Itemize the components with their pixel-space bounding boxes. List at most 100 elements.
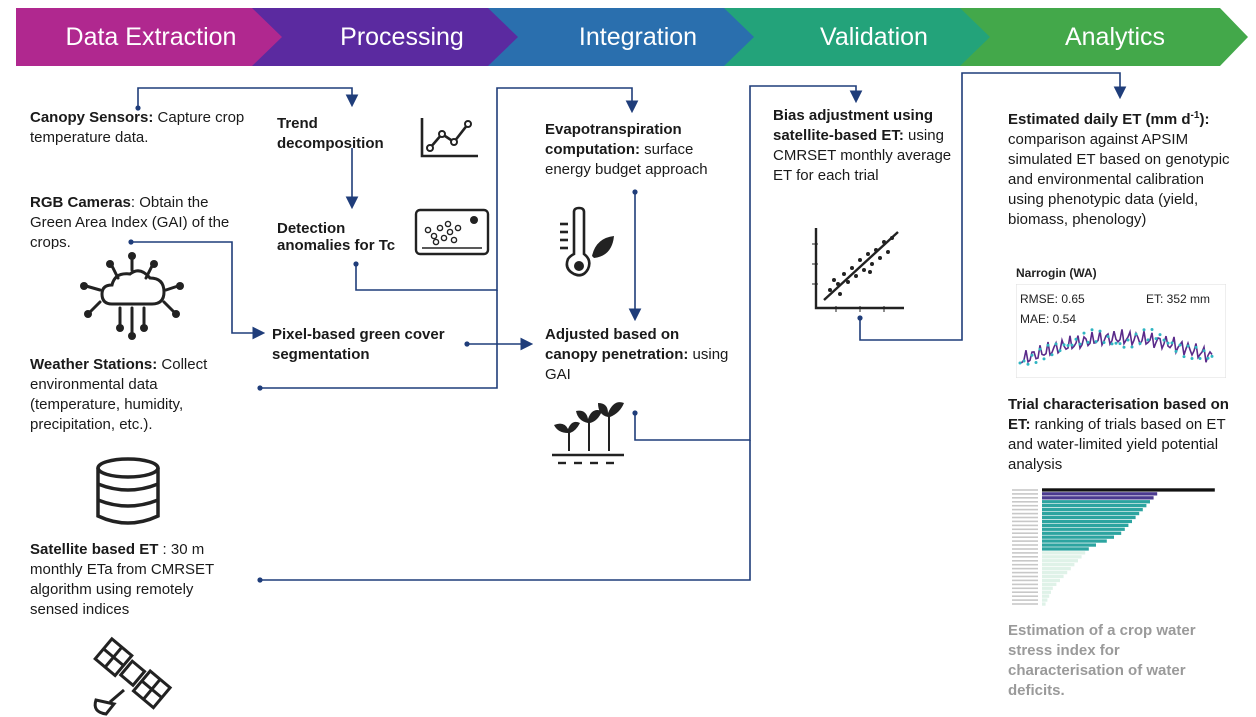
rgb-cameras-title: RGB Cameras — [30, 194, 131, 211]
canopy-sensors-text: Canopy Sensors: Capture crop temperature… — [30, 108, 245, 148]
ranking-bar — [1042, 570, 1068, 575]
stage-integration: Integration — [488, 8, 758, 66]
narrogin-point — [1026, 362, 1030, 366]
narrogin-mae: MAE: 0.54 — [1020, 312, 1077, 326]
narrogin-point — [1150, 328, 1154, 331]
estimated-et-title: Estimated daily ET (mm d-1): — [1008, 110, 1210, 128]
ranking-bar — [1042, 555, 1082, 559]
narrogin-point — [1082, 331, 1086, 335]
ranking-tick-label — [1012, 532, 1038, 534]
narrogin-point — [1034, 361, 1038, 364]
wire-rgb-to-pixel — [131, 241, 266, 340]
wire-adjusted-to-bias — [634, 85, 863, 441]
narrogin-point — [1146, 338, 1150, 342]
weather-stations-text: Weather Stations: Collect environmental … — [30, 355, 245, 435]
narrogin-point — [1058, 349, 1062, 353]
adjusted-canopy-desc: using GAI — [545, 346, 729, 383]
narrogin-point — [1170, 341, 1174, 345]
weather-stations-title: Weather Stations: — [30, 356, 158, 373]
ranking-tick-label — [1012, 587, 1038, 590]
canopy-sensors-desc: Capture crop temperature data. — [30, 109, 245, 146]
ranking-tick-label — [1012, 567, 1038, 570]
ranking-tick-label — [1012, 560, 1038, 562]
estimated-et-title-main: Estimated daily ET (mm d — [1008, 111, 1191, 128]
ranking-bar — [1042, 508, 1143, 512]
ranking-bar — [1042, 594, 1050, 598]
ranking-tick-label — [1012, 552, 1038, 554]
ranking-tick-label — [1012, 595, 1038, 597]
stage-label: Processing — [340, 22, 464, 51]
narrogin-point — [1066, 344, 1070, 347]
ranking-bar — [1042, 559, 1078, 563]
narrogin-point — [1202, 349, 1206, 353]
ranking-bar — [1042, 602, 1046, 606]
estimated-et-text: Estimated daily ET (mm d-1): comparison … — [1008, 106, 1243, 230]
stage-validation: Validation — [724, 8, 994, 66]
narrogin-point — [1062, 343, 1066, 347]
ranking-tick-label — [1012, 508, 1038, 511]
trend-decomposition-label: Trend decomposition — [277, 115, 384, 152]
ranking-bar — [1042, 527, 1125, 531]
ranking-tick-label — [1012, 599, 1038, 601]
narrogin-point — [1050, 353, 1054, 357]
trial-characterisation-title: Trial characterisation based on ET: — [1008, 396, 1229, 433]
ranking-bar — [1042, 574, 1064, 579]
narrogin-point — [1030, 353, 1034, 357]
narrogin-point — [1210, 354, 1214, 358]
narrogin-point — [1138, 342, 1142, 345]
narrogin-series — [1016, 284, 1226, 378]
ranking-tick-label — [1012, 512, 1038, 515]
narrogin-point — [1106, 335, 1110, 338]
ranking-tick-label — [1012, 536, 1038, 538]
narrogin-point — [1110, 342, 1114, 346]
evapotranspiration-title: Evapotranspiration computation: — [545, 121, 682, 158]
ranking-bar — [1042, 515, 1136, 520]
stage-label: Analytics — [1064, 22, 1166, 51]
stage-chevron-shape — [960, 8, 1248, 66]
ranking-bar — [1042, 504, 1147, 508]
detection-anomalies-label: Detection anomalies for Tc — [277, 220, 417, 254]
stage-chevron-shape — [488, 8, 758, 66]
thermometer-leaf-icon — [560, 206, 614, 277]
narrogin-point — [1162, 338, 1166, 342]
wire-detection-to-evap — [355, 87, 639, 291]
ranking-bar — [1042, 523, 1129, 527]
narrogin-point — [1122, 345, 1126, 349]
adjusted-canopy-text: Adjusted based on canopy penetration: us… — [545, 325, 735, 385]
wire-bias-to-estimated — [859, 72, 1127, 341]
ranking-bar — [1042, 492, 1158, 496]
narrogin-point — [1074, 337, 1078, 341]
ranking-tick-label — [1012, 528, 1038, 531]
narrogin-point — [1194, 345, 1198, 349]
weather-stations-desc: Collect environmental data (temperature,… — [30, 356, 208, 433]
narrogin-point — [1198, 357, 1202, 360]
ranking-tick-label — [1012, 501, 1038, 503]
ranking-tick-label — [1012, 497, 1038, 499]
ranking-bar — [1042, 590, 1051, 594]
narrogin-et: ET: 352 mm — [1146, 292, 1211, 306]
ranking-bar — [1042, 500, 1150, 504]
narrogin-point — [1114, 341, 1118, 345]
bias-adjustment-desc: using CMRSET monthly average ET for each… — [773, 127, 952, 184]
ranking-tick-label — [1012, 575, 1038, 578]
estimated-et-title-sup: -1 — [1190, 110, 1200, 121]
wire-weather-to-integration — [260, 290, 498, 389]
ranking-bar — [1042, 511, 1140, 516]
satellite-et-text: Satellite based ET : 30 m monthly ETa fr… — [30, 540, 245, 620]
satellite-et-desc: : 30 m monthly ETa from CMRSET algorithm… — [30, 541, 214, 618]
evapotranspiration-text: Evapotranspiration computation: surface … — [545, 120, 735, 180]
estimated-et-title-end: ): — [1199, 111, 1210, 128]
ranking-tick-label — [1012, 603, 1038, 605]
bias-adjustment-text: Bias adjustment using satellite-based ET… — [773, 106, 953, 186]
ranking-tick-label — [1012, 504, 1038, 507]
stage-analytics: Analytics — [960, 8, 1250, 66]
narrogin-point — [1118, 342, 1122, 346]
satellite-et-title: Satellite based ET — [30, 541, 159, 558]
narrogin-point — [1094, 340, 1098, 344]
ranking-tick-label — [1012, 548, 1038, 550]
narrogin-point — [1158, 333, 1162, 337]
narrogin-point — [1154, 337, 1158, 341]
ranking-bar — [1042, 531, 1122, 535]
ranking-bar — [1042, 578, 1060, 583]
